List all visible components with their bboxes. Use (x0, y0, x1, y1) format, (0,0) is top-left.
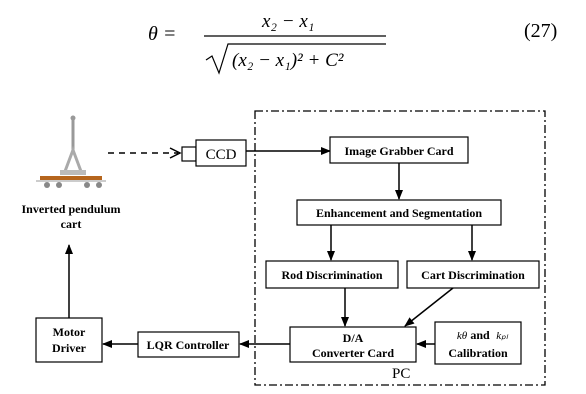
calibration-label: Calibration (448, 346, 508, 360)
da-converter-box (289, 326, 417, 363)
cart-discrimination-box (406, 260, 540, 289)
calibration-k-pl: kₚₗ (496, 330, 509, 342)
equation-number: (27) (524, 20, 558, 42)
equation-numerator: x₂ − x₁ (261, 11, 314, 32)
ccd-lens (181, 146, 197, 162)
equation-svg: θ = x₂ − x₁ (x₂ − x₁)² + C² (148, 11, 386, 75)
pc-boundary (254, 110, 546, 386)
enhancement-box (296, 199, 502, 226)
sqrt-sign (205, 43, 386, 75)
ccd-box (195, 139, 247, 167)
image-grabber-label: Image Grabber Card (344, 144, 453, 158)
equation-lhs: θ = (148, 23, 176, 45)
camera-view-arrowhead (169, 147, 182, 159)
calibration-box (434, 321, 522, 365)
motor-driver-label-line2: Driver (52, 341, 87, 355)
cart-discrimination-label: Cart Discrimination (421, 268, 525, 282)
rod-discrimination-label: Rod Discrimination (281, 268, 382, 282)
rod-discrimination-box (265, 260, 399, 289)
enhancement-label: Enhancement and Segmentation (316, 206, 482, 220)
calibration-and: and (470, 328, 490, 342)
ccd-label: CCD (206, 147, 237, 163)
pc-label: PC (392, 366, 410, 382)
pendulum-label-line2: cart (61, 217, 82, 231)
calibration-k-theta: kθ (457, 330, 468, 342)
motor-driver-label-line1: Motor (53, 325, 86, 339)
da-converter-label-line1: D/A (343, 331, 364, 345)
lqr-controller-box (137, 331, 240, 358)
arrow-cart-da (404, 287, 454, 327)
lqr-controller-label: LQR Controller (147, 338, 230, 352)
pendulum-label-line1: Inverted pendulum (21, 202, 120, 216)
pendulum-cart-icon (36, 115, 106, 188)
da-converter-label-line2: Converter Card (312, 346, 394, 360)
equation-denominator: (x₂ − x₁)² + C² (232, 50, 344, 71)
